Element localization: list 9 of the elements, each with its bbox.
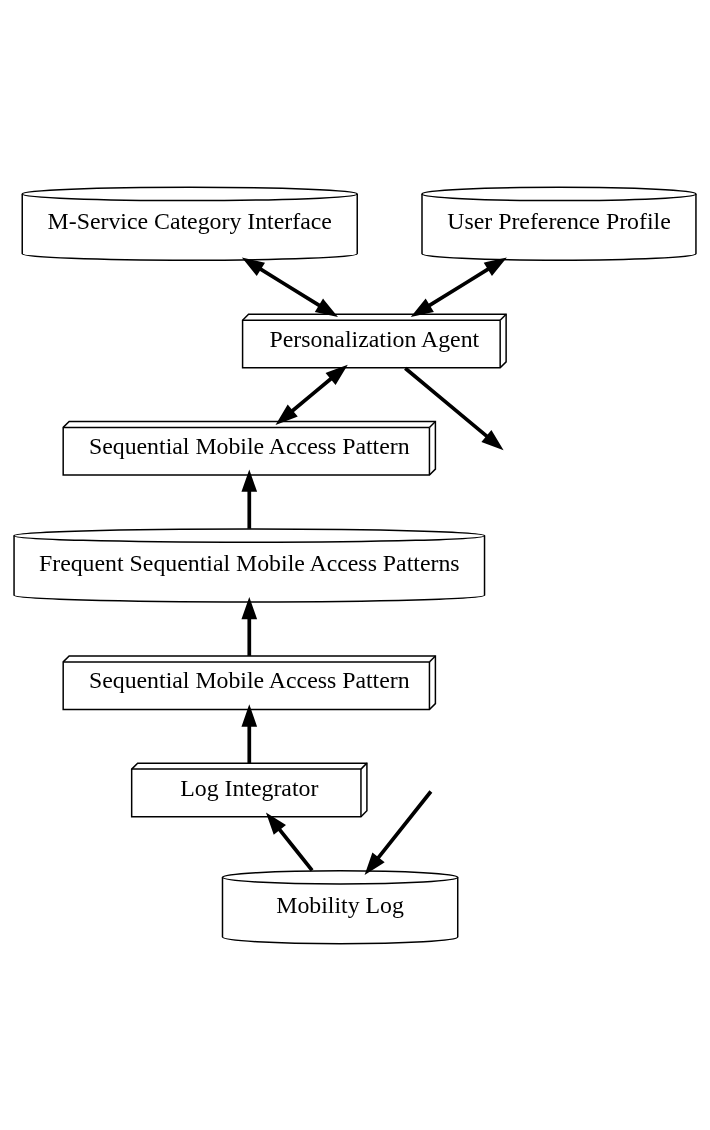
arrow <box>265 811 314 872</box>
arrow <box>241 257 338 317</box>
arrow <box>410 257 507 317</box>
arrow <box>241 468 258 529</box>
arrow <box>404 366 504 450</box>
arrow <box>241 703 258 763</box>
arrow <box>275 364 348 425</box>
arrow <box>241 596 258 656</box>
arrow <box>364 789 433 875</box>
